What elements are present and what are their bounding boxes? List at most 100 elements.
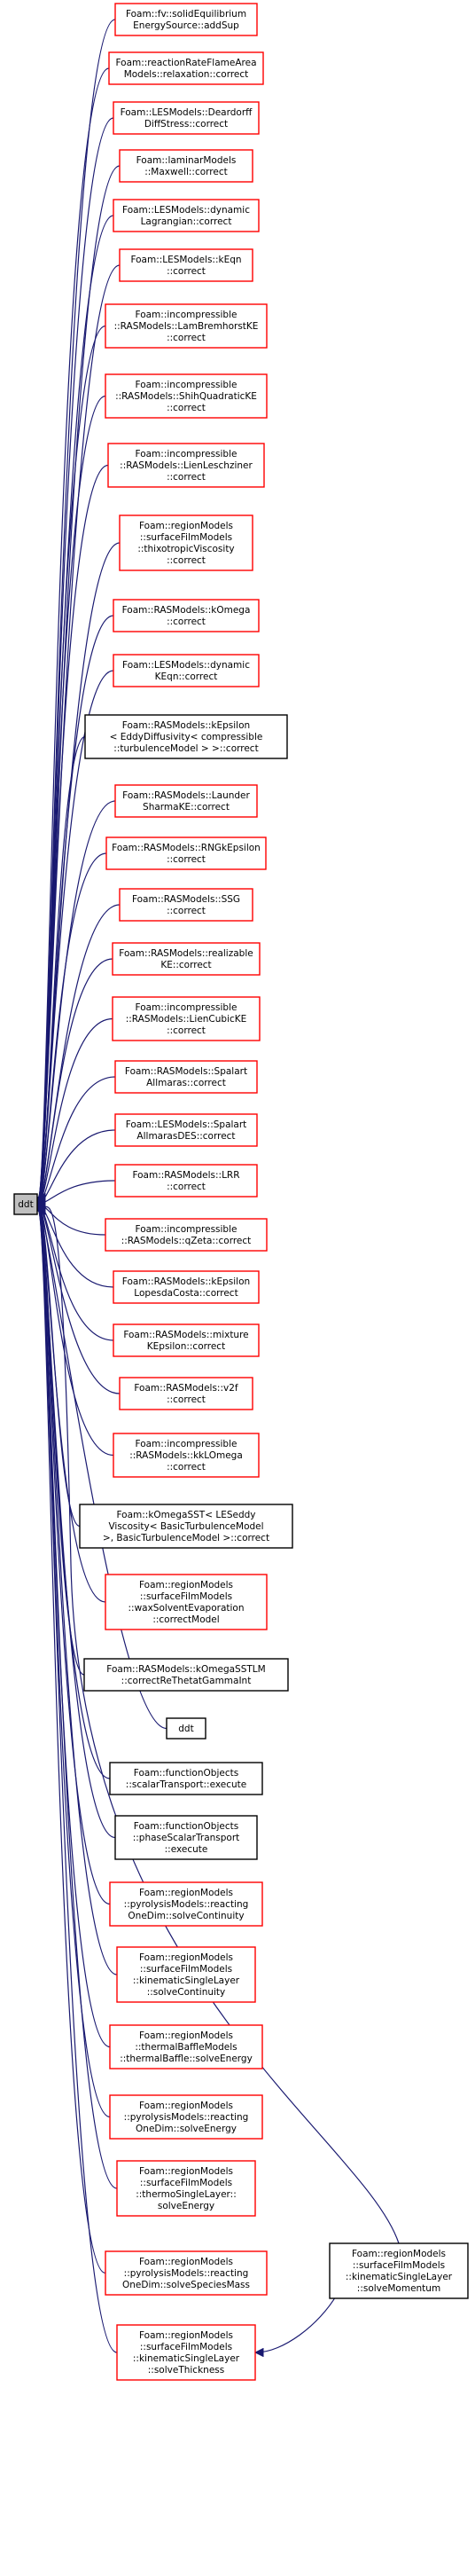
graph-node-n03[interactable]: Foam::LESModels::DeardorffDiffStress::co… xyxy=(113,101,260,135)
node-label-line: Foam::regionModels xyxy=(139,1952,233,1963)
node-label-line: >, BasicTurbulenceModel >::correct xyxy=(103,1533,269,1543)
node-label-line: ::pyrolysisModels::reacting xyxy=(124,2268,249,2279)
graph-node-n28[interactable]: Foam::regionModels::surfaceFilmModels::w… xyxy=(105,1574,268,1630)
node-box[interactable] xyxy=(114,1815,258,1860)
graph-node-n33[interactable]: Foam::regionModels::pyrolysisModels::rea… xyxy=(109,1881,263,1927)
node-box[interactable] xyxy=(166,1717,206,1740)
node-box[interactable] xyxy=(13,1193,38,1215)
node-label-line: ::surfaceFilmModels xyxy=(140,2342,232,2352)
node-box[interactable] xyxy=(113,654,260,687)
node-label-line: ::surfaceFilmModels xyxy=(140,1964,232,1975)
graph-node-n35[interactable]: Foam::regionModels::thermalBaffleModels:… xyxy=(109,2024,263,2069)
node-box[interactable] xyxy=(105,373,268,419)
node-label-line: Lagrangian::correct xyxy=(141,216,232,227)
edge-n24-to-root xyxy=(38,1205,114,1341)
node-label-line: DiffStress::correct xyxy=(144,119,228,130)
node-box[interactable] xyxy=(83,1658,289,1692)
node-box[interactable] xyxy=(105,836,267,870)
edge-n40-to-n39 xyxy=(256,2294,338,2352)
node-label-line: Foam::reactionRateFlameArea xyxy=(115,58,256,68)
edge-n15-to-root xyxy=(38,852,107,1202)
node-box[interactable] xyxy=(329,2242,469,2299)
graph-node-n22[interactable]: Foam::incompressible::RASModels::qZeta::… xyxy=(105,1218,268,1252)
graph-node-n14[interactable]: Foam::RASModels::LaunderSharmaKE::correc… xyxy=(114,784,258,818)
graph-node-n04[interactable]: Foam::laminarModels::Maxwell::correct xyxy=(119,149,253,183)
graph-node-n07[interactable]: Foam::incompressible::RASModels::LamBrem… xyxy=(105,303,268,349)
graph-node-n11[interactable]: Foam::RASModels::kOmega::correct xyxy=(113,599,260,632)
graph-node-n34[interactable]: Foam::regionModels::surfaceFilmModels::k… xyxy=(116,1946,256,2003)
graph-node-n05[interactable]: Foam::LESModels::dynamicLagrangian::corr… xyxy=(113,199,260,232)
node-box[interactable] xyxy=(112,942,261,976)
graph-node-n23[interactable]: Foam::RASModels::kEpsilonLopesdaCosta::c… xyxy=(113,1270,260,1304)
node-box[interactable] xyxy=(113,101,260,135)
graph-node-n24[interactable]: Foam::RASModels::mixtureKEpsilon::correc… xyxy=(113,1323,260,1357)
graph-node-root[interactable]: ddt xyxy=(13,1193,38,1215)
node-box[interactable] xyxy=(79,1504,293,1549)
graph-node-n16[interactable]: Foam::RASModels::SSG::correct xyxy=(119,888,253,922)
node-box[interactable] xyxy=(109,2024,263,2069)
node-box[interactable] xyxy=(119,149,253,183)
graph-node-n30[interactable]: ddt xyxy=(166,1717,206,1740)
graph-node-n10[interactable]: Foam::regionModels::surfaceFilmModels::t… xyxy=(119,514,253,571)
graph-node-n13[interactable]: Foam::RASModels::kEpsilon< EddyDiffusivi… xyxy=(84,714,288,759)
node-box[interactable] xyxy=(108,51,264,85)
graph-node-n26[interactable]: Foam::incompressible::RASModels::kkLOmeg… xyxy=(113,1433,260,1478)
graph-node-n01[interactable]: Foam::fv::solidEquilibriumEnergySource::… xyxy=(114,3,258,36)
node-box[interactable] xyxy=(105,1574,268,1630)
node-box[interactable] xyxy=(109,1762,263,1795)
graph-node-n20[interactable]: Foam::LESModels::SpalartAllmarasDES::cor… xyxy=(114,1113,258,1147)
edge-n21-to-root xyxy=(38,1180,116,1204)
node-box[interactable] xyxy=(119,888,253,922)
graph-node-n32[interactable]: Foam::functionObjects::phaseScalarTransp… xyxy=(114,1815,258,1860)
node-box[interactable] xyxy=(114,784,258,818)
node-box[interactable] xyxy=(112,996,261,1041)
node-box[interactable] xyxy=(113,199,260,232)
graph-node-n25[interactable]: Foam::RASModels::v2f::correct xyxy=(119,1377,253,1410)
node-box[interactable] xyxy=(113,1270,260,1304)
graph-node-n38[interactable]: Foam::regionModels::pyrolysisModels::rea… xyxy=(105,2250,268,2296)
node-box[interactable] xyxy=(114,1113,258,1147)
node-label-line: KEqn::correct xyxy=(155,671,218,682)
node-box[interactable] xyxy=(119,514,253,571)
node-box[interactable] xyxy=(116,2324,256,2381)
graph-node-n39[interactable]: Foam::regionModels::surfaceFilmModels::k… xyxy=(116,2324,256,2381)
node-box[interactable] xyxy=(113,599,260,632)
graph-node-n08[interactable]: Foam::incompressible::RASModels::ShihQua… xyxy=(105,373,268,419)
graph-node-n21[interactable]: Foam::RASModels::LRR::correct xyxy=(114,1164,258,1198)
node-box[interactable] xyxy=(113,1433,260,1478)
node-box[interactable] xyxy=(109,2094,263,2140)
graph-node-n40[interactable]: Foam::regionModels::surfaceFilmModels::k… xyxy=(329,2242,469,2299)
node-box[interactable] xyxy=(114,1060,258,1094)
graph-node-n09[interactable]: Foam::incompressible::RASModels::LienLes… xyxy=(107,443,265,488)
node-box[interactable] xyxy=(116,2160,256,2217)
node-box[interactable] xyxy=(114,3,258,36)
node-box[interactable] xyxy=(105,1218,268,1252)
node-box[interactable] xyxy=(105,2250,268,2296)
graph-node-n31[interactable]: Foam::functionObjects::scalarTransport::… xyxy=(109,1762,263,1795)
node-label-line: ::kinematicSingleLayer xyxy=(133,2353,240,2364)
node-box[interactable] xyxy=(109,1881,263,1927)
graph-node-n06[interactable]: Foam::LESModels::kEqn::correct xyxy=(119,248,253,282)
node-box[interactable] xyxy=(116,1946,256,2003)
node-label-line: ::correct xyxy=(167,1462,206,1473)
node-box[interactable] xyxy=(114,1164,258,1198)
graph-node-n29[interactable]: Foam::RASModels::kOmegaSSTLM::correctReT… xyxy=(83,1658,289,1692)
node-label-line: Foam::laminarModels xyxy=(136,155,237,166)
graph-node-n15[interactable]: Foam::RASModels::RNGkEpsilon::correct xyxy=(105,836,267,870)
node-box[interactable] xyxy=(84,714,288,759)
graph-node-n37[interactable]: Foam::regionModels::surfaceFilmModels::t… xyxy=(116,2160,256,2217)
node-label-line: ::RASModels::LamBremhorstKE xyxy=(114,321,259,332)
node-label-line: Foam::functionObjects xyxy=(134,1768,238,1779)
node-box[interactable] xyxy=(113,1323,260,1357)
graph-node-n36[interactable]: Foam::regionModels::pyrolysisModels::rea… xyxy=(109,2094,263,2140)
graph-node-n18[interactable]: Foam::incompressible::RASModels::LienCub… xyxy=(112,996,261,1041)
graph-node-n02[interactable]: Foam::reactionRateFlameAreaModels::relax… xyxy=(108,51,264,85)
graph-node-n19[interactable]: Foam::RASModels::SpalartAllmaras::correc… xyxy=(114,1060,258,1094)
node-box[interactable] xyxy=(105,303,268,349)
node-box[interactable] xyxy=(107,443,265,488)
node-box[interactable] xyxy=(119,248,253,282)
node-box[interactable] xyxy=(119,1377,253,1410)
